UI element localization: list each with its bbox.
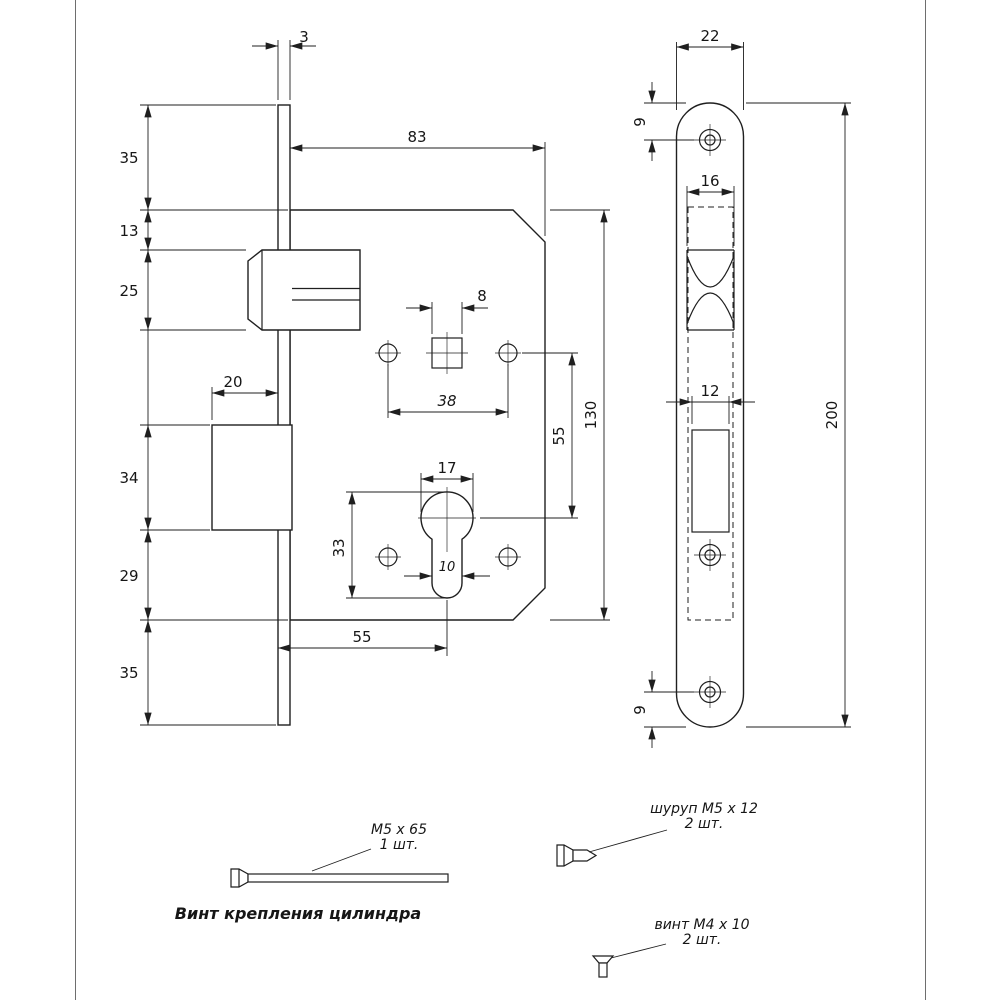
latch-bolt <box>247 249 361 331</box>
dim-deadbolt-throw-label: 20 <box>223 373 242 391</box>
screw-shaft <box>572 849 598 862</box>
body-view-dimensions: 3 83 35 13 25 34 29 35 20 <box>119 28 610 726</box>
dim-cylinder-diameter-label: 17 <box>437 459 456 477</box>
dim-lower-gap-label: 29 <box>119 567 138 585</box>
small-screw: винт M4 x 10 2 шт. <box>591 917 750 978</box>
dim-hole-spacing-label: 38 <box>437 392 456 410</box>
lock-case-hidden-outline <box>687 206 734 621</box>
dim-cylinder-slot-width-label: 10 <box>439 560 456 575</box>
cylinder-screw-label: M5 x 65 <box>371 822 427 838</box>
dim-latch-cutout-width-label: 16 <box>700 172 719 190</box>
dim-top-offset-label: 35 <box>119 149 138 167</box>
cylinder-screw-qty: 1 шт. <box>380 837 419 853</box>
dim-spindle-cylinder-distance-label: 55 <box>550 426 568 445</box>
dim-spindle-square-label: 8 <box>477 287 487 305</box>
cylinder-screw: M5 x 65 1 шт. Винт крепления цилиндра <box>175 822 449 923</box>
faceplate-screw-qty: 2 шт. <box>685 816 724 832</box>
dim-bottom-offset-label: 35 <box>119 664 138 682</box>
dim-body-width-label: 83 <box>407 128 426 146</box>
dim-backset-label: 55 <box>352 628 371 646</box>
leader-line <box>311 848 372 872</box>
lock-body-side-view <box>211 104 546 726</box>
screw-shaft <box>247 873 449 883</box>
faceplate-screw: шуруп M5 x 12 2 шт. <box>556 801 758 867</box>
latch-cutout-arc <box>686 255 735 288</box>
faceplate-screw-label: шуруп M5 x 12 <box>650 801 758 817</box>
dim-plate-width-label: 22 <box>700 27 719 45</box>
dim-plate-length-label: 200 <box>823 401 841 430</box>
leader-line <box>610 943 667 959</box>
faceplate-front-view <box>675 102 745 728</box>
dim-deadbolt-height-label: 34 <box>119 469 138 487</box>
faceplate-side <box>277 104 291 726</box>
faceplate-front <box>675 102 745 728</box>
handle-screw-label: винт M4 x 10 <box>654 917 749 933</box>
handle-screw-qty: 2 шт. <box>683 932 722 948</box>
dim-cylinder-profile-height-label: 33 <box>330 538 348 557</box>
dim-body-height-label: 130 <box>582 401 600 430</box>
dim-plate-bottom-hole-offset-label: 9 <box>631 705 649 715</box>
leader-line <box>588 829 668 853</box>
dim-latch-gap-label: 13 <box>119 222 138 240</box>
dim-plate-top-hole-offset-label: 9 <box>631 117 649 127</box>
deadbolt-cutout <box>691 429 730 533</box>
plate-view-dimensions: 22 9 16 12 200 9 <box>631 27 851 748</box>
latch-cutout-arc <box>686 292 735 325</box>
dim-faceplate-thickness-label: 3 <box>299 28 309 46</box>
screw-head <box>591 955 615 964</box>
deadbolt <box>211 424 293 531</box>
screw-shaft <box>598 962 608 978</box>
screw-head <box>556 844 574 867</box>
dim-bolt-cutout-width-label: 12 <box>700 382 719 400</box>
cylinder-screw-caption: Винт крепления цилиндра <box>175 904 421 923</box>
dim-latch-height-label: 25 <box>119 282 138 300</box>
